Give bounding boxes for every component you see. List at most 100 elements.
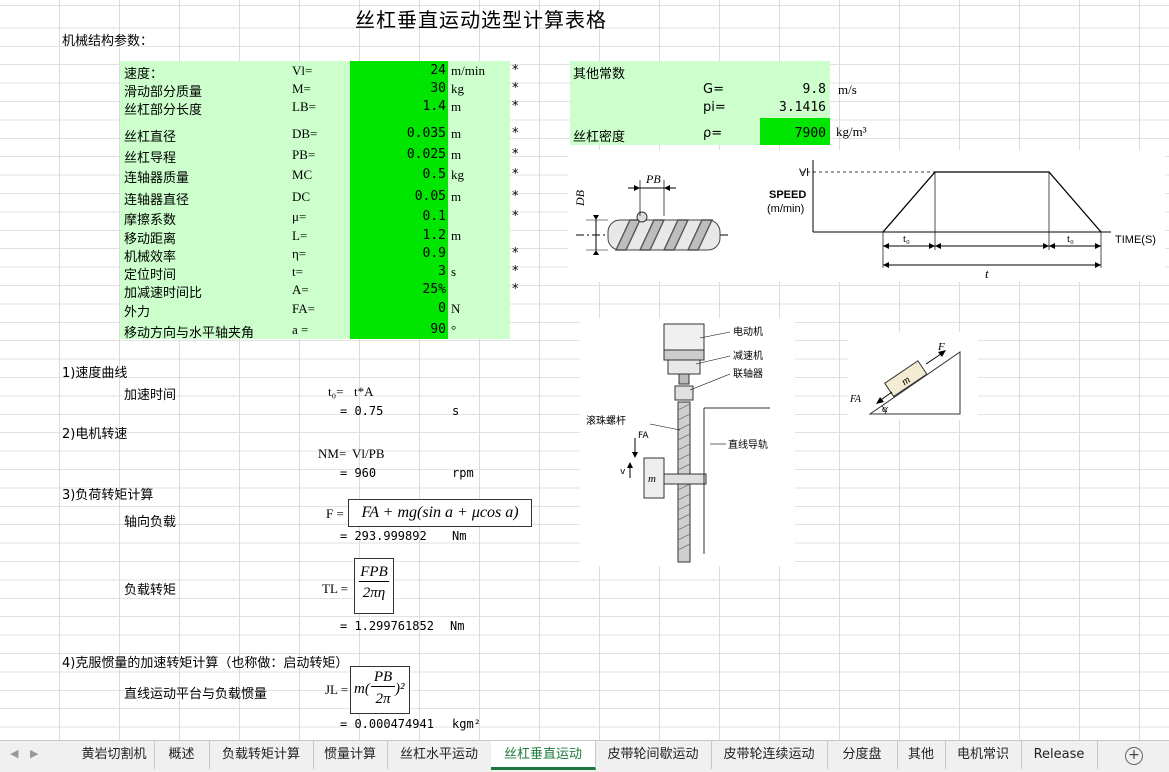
s2-result[interactable]: = 960 bbox=[340, 466, 377, 480]
chart-speed-unit: (m/min) bbox=[767, 203, 804, 215]
param-value[interactable]: 0.9 bbox=[422, 246, 446, 261]
param-unit: m bbox=[451, 147, 462, 162]
param-value[interactable]: 24 bbox=[430, 63, 446, 78]
rho-symbol: ρ= bbox=[703, 126, 723, 141]
param-value[interactable]: 90 bbox=[430, 322, 446, 337]
s3-symbol-t: TL = bbox=[322, 581, 348, 596]
param-label: 速度： bbox=[124, 67, 164, 82]
param-symbol: MC bbox=[292, 167, 313, 182]
g-unit: m/s bbox=[838, 82, 857, 97]
sheet-tab-bar: ◀ ▶ 黄岩切割机概述负载转矩计算惯量计算丝杠水平运动丝杠垂直运动皮带轮间歇运动… bbox=[0, 740, 1169, 772]
s1-symbol: t₀= bbox=[328, 384, 344, 399]
sheet-tab[interactable]: 概述 bbox=[154, 741, 210, 769]
pi-value[interactable]: 3.1416 bbox=[779, 100, 826, 115]
speed-curve-figure: Vl SPEED (m/min) TIME(S) t₀ t₀ t bbox=[765, 150, 1165, 282]
sheet-tab[interactable]: 电机常识 bbox=[945, 741, 1022, 769]
g-value[interactable]: 9.8 bbox=[802, 82, 826, 97]
sheet-tab[interactable]: 皮带轮连续运动 bbox=[711, 741, 828, 769]
pi-symbol: pi= bbox=[703, 100, 726, 115]
s3-label-f: 轴向负载 bbox=[124, 515, 177, 530]
const-bg bbox=[570, 61, 760, 145]
s3-unit-f: Nm bbox=[452, 529, 467, 543]
sheet-tab[interactable]: 黄岩切割机 bbox=[74, 741, 155, 769]
chart-t0-right: t₀ bbox=[1067, 233, 1074, 245]
param-unit: m bbox=[451, 189, 462, 204]
sheet-tab[interactable]: 负载转矩计算 bbox=[209, 741, 314, 769]
s3-label-t: 负载转矩 bbox=[124, 583, 177, 598]
sheet-title: 丝杠垂直运动选型计算表格 bbox=[355, 8, 607, 32]
param-label: 滑动部分质量 bbox=[124, 85, 203, 100]
incline-figure: m F FA α bbox=[848, 332, 978, 420]
rho-value[interactable]: 7900 bbox=[794, 126, 826, 141]
sheet-tab[interactable]: 其他 bbox=[897, 741, 946, 769]
sheet-tab[interactable]: 丝杠水平运动 bbox=[387, 741, 492, 769]
param-value[interactable]: 0 bbox=[438, 301, 446, 316]
s4-result[interactable]: = 0.000474941 bbox=[340, 717, 434, 731]
s3-symbol-f: F = bbox=[326, 506, 344, 521]
param-label: 丝杠导程 bbox=[124, 151, 177, 166]
sheet-tab[interactable]: Release bbox=[1021, 741, 1098, 769]
param-value[interactable]: 1.2 bbox=[422, 228, 446, 243]
param-required-mark: * bbox=[512, 99, 519, 114]
rho-label: 丝杠密度 bbox=[573, 130, 626, 145]
s3-formula-f: FA + mg(sin a + μcos a) bbox=[348, 499, 532, 527]
reducer-label: 减速机 bbox=[733, 349, 763, 362]
guide-label: 直线导轨 bbox=[728, 438, 768, 451]
motor-label: 电动机 bbox=[733, 325, 763, 338]
chart-time-label: TIME(S) bbox=[1115, 234, 1156, 246]
screw-db-label: DB bbox=[573, 189, 587, 207]
chart-t0-left: t₀ bbox=[903, 233, 910, 245]
param-unit: m bbox=[451, 228, 462, 243]
param-value[interactable]: 0.1 bbox=[422, 209, 446, 224]
param-value[interactable]: 1.4 bbox=[422, 99, 446, 114]
s1-result[interactable]: = 0.75 bbox=[340, 404, 384, 418]
param-value[interactable]: 0.5 bbox=[422, 167, 446, 182]
param-label: 机械效率 bbox=[124, 250, 177, 265]
s4-formula-num: PB bbox=[371, 669, 395, 687]
tab-scroll-right-icon[interactable]: ▶ bbox=[30, 747, 39, 760]
s2-symbol: NM= bbox=[318, 446, 347, 461]
param-value[interactable]: 0.035 bbox=[406, 126, 446, 141]
sheet-tab[interactable]: 皮带轮间歇运动 bbox=[595, 741, 712, 769]
screw-figure: PB DB bbox=[568, 150, 768, 282]
param-value[interactable]: 3 bbox=[438, 264, 446, 279]
param-required-mark: * bbox=[512, 167, 519, 182]
param-symbol: a = bbox=[292, 322, 309, 337]
screw-pb-label: PB bbox=[645, 172, 661, 186]
param-unit: m bbox=[451, 99, 462, 114]
s3-result-f[interactable]: = 293.999892 bbox=[340, 529, 427, 543]
s1-formula: t*A bbox=[354, 384, 374, 399]
sheet-tab[interactable]: 丝杠垂直运动 bbox=[491, 741, 596, 770]
param-symbol: DB= bbox=[292, 126, 318, 141]
s3-result-t[interactable]: = 1.299761852 bbox=[340, 619, 434, 633]
sheet-tab[interactable]: 惯量计算 bbox=[313, 741, 388, 769]
param-unit: ° bbox=[451, 322, 457, 337]
s1-unit: s bbox=[452, 404, 460, 418]
param-symbol: DC bbox=[292, 189, 311, 204]
param-symbol: PB= bbox=[292, 147, 316, 162]
param-value[interactable]: 30 bbox=[430, 81, 446, 96]
s3-formula-t-num: FPB bbox=[359, 559, 389, 582]
add-sheet-icon[interactable]: + bbox=[1125, 747, 1143, 765]
param-symbol: t= bbox=[292, 264, 303, 279]
s4-symbol: JL = bbox=[325, 682, 349, 697]
param-label: 移动方向与水平轴夹角 bbox=[124, 326, 255, 341]
param-symbol: η= bbox=[292, 246, 307, 261]
param-unit: s bbox=[451, 264, 457, 279]
s3-heading: 3)负荷转矩计算 bbox=[62, 488, 154, 503]
param-label: 摩擦系数 bbox=[124, 213, 177, 228]
tab-scroll-left-icon[interactable]: ◀ bbox=[10, 747, 19, 760]
sheet-tab[interactable]: 分度盘 bbox=[827, 741, 898, 769]
param-label: 丝杠部分长度 bbox=[124, 103, 203, 118]
param-label: 丝杠直径 bbox=[124, 130, 177, 145]
param-value[interactable]: 0.05 bbox=[414, 189, 446, 204]
param-unit: m/min bbox=[451, 63, 485, 78]
param-label: 加减速时间比 bbox=[124, 286, 203, 301]
chart-vl-label: Vl bbox=[799, 167, 809, 179]
param-label: 移动距离 bbox=[124, 232, 177, 247]
param-unit: kg bbox=[451, 167, 464, 182]
param-value[interactable]: 0.025 bbox=[406, 147, 446, 162]
g-symbol: G= bbox=[703, 82, 724, 97]
mass-label: m bbox=[648, 473, 656, 485]
param-value[interactable]: 25% bbox=[422, 282, 446, 297]
